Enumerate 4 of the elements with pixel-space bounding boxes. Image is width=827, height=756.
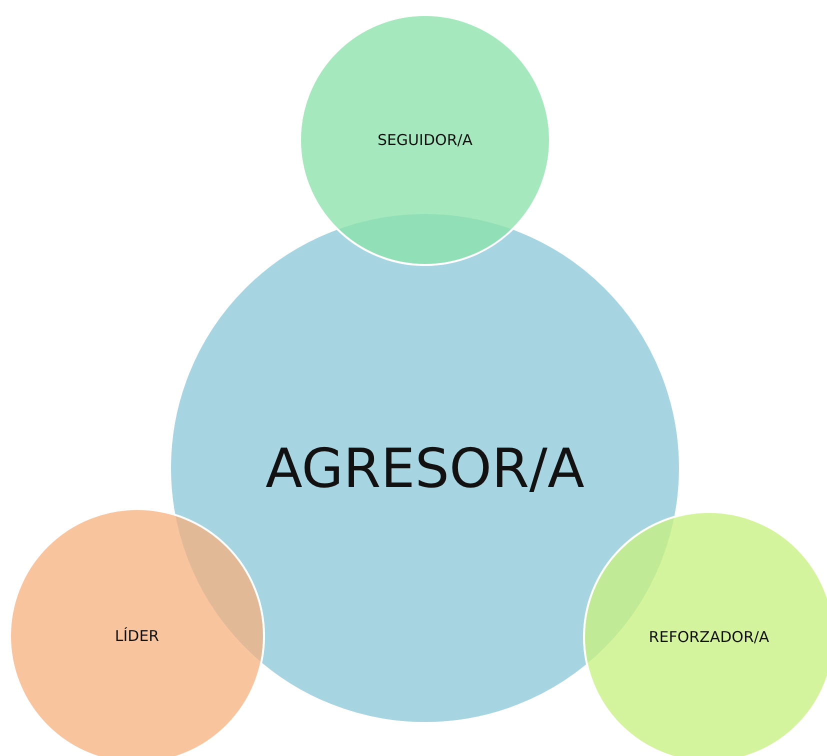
circle-label: LÍDER: [114, 627, 160, 645]
circle-label: REFORZADOR/A: [648, 628, 770, 646]
circle-label: AGRESOR/A: [266, 436, 584, 500]
circle-label: SEGUIDOR/A: [377, 131, 473, 149]
